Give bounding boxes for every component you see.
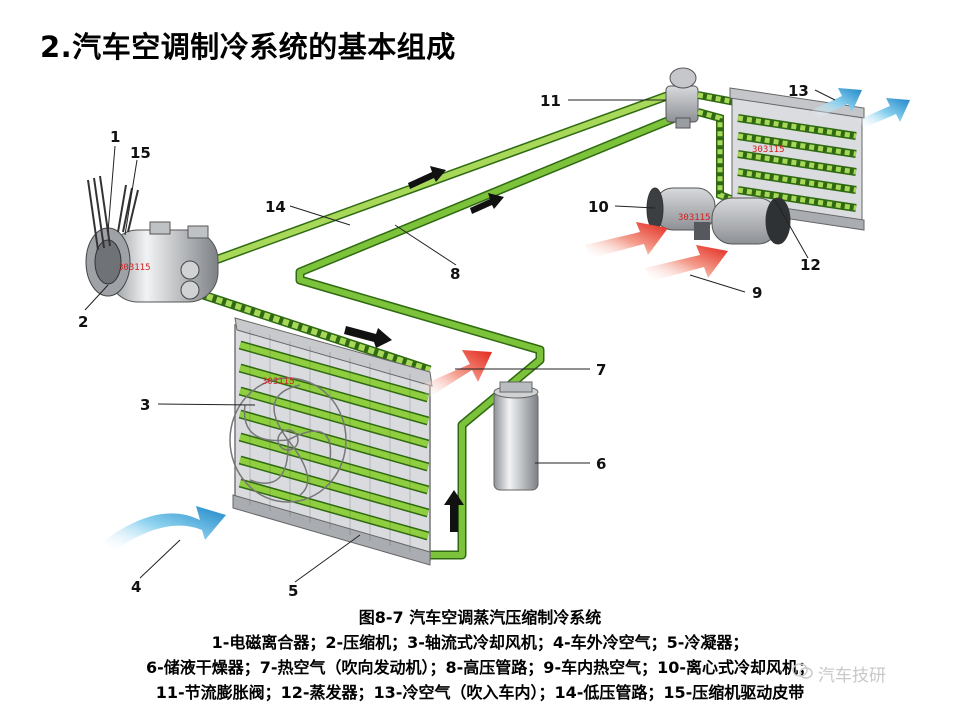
drive-belt: [87, 175, 139, 251]
cold-outside-air-arrow: [105, 506, 226, 552]
figure-caption-line-1: 1-电磁离合器；2-压缩机；3-轴流式冷却风机；4-车外冷空气；5-冷凝器；: [211, 633, 749, 652]
watermark-code: 303115: [678, 213, 711, 223]
watermark-code: 303115: [118, 263, 151, 273]
condenser: 303115: [229, 317, 433, 566]
cold-air-to-cabin-arrows: [812, 88, 910, 128]
axial-fan: [229, 377, 347, 503]
callout-4: 4: [131, 578, 141, 596]
watermark-code: 303115: [262, 377, 295, 387]
compressor: 303115: [85, 221, 219, 303]
callout-10: 10: [588, 198, 609, 216]
high-pressure-pipe: [295, 110, 684, 560]
callout-1: 1: [110, 128, 120, 146]
callout-11: 11: [540, 92, 561, 110]
callout-12: 12: [800, 256, 821, 274]
wechat-icon: [792, 663, 813, 679]
low-pressure-pipe: [186, 88, 677, 275]
cabin-hot-air-arrows: [585, 222, 728, 281]
expansion-valve: [665, 67, 699, 129]
flow-arrows: [344, 166, 504, 532]
callout-14: 14: [265, 198, 286, 216]
callout-3: 3: [140, 396, 150, 414]
ac-system-diagram: 303115 303115: [78, 67, 910, 600]
callout-9: 9: [752, 284, 762, 302]
callout-6: 6: [596, 455, 606, 473]
brand-watermark: 汽车技研: [818, 666, 886, 686]
callout-7: 7: [596, 361, 606, 379]
callout-8: 8: [450, 265, 460, 283]
discharge-pipe: [186, 285, 432, 375]
figure-caption-line-3: 11-节流膨胀阀；12-蒸发器；13-冷空气（吹入车内）；14-低压管路；15-…: [155, 683, 805, 702]
callouts: [84, 89, 836, 583]
centrifugal-blower: 303115: [646, 187, 791, 245]
hot-air-arrow-engine: [420, 350, 492, 398]
callout-2: 2: [78, 313, 88, 331]
callout-13: 13: [788, 82, 809, 100]
callout-15: 15: [130, 144, 151, 162]
watermark-code: 303115: [752, 145, 785, 155]
callout-5: 5: [288, 582, 298, 600]
page-title: 2.汽车空调制冷系统的基本组成: [40, 30, 456, 64]
figure-caption-line-2: 6-储液干燥器；7-热空气（吹向发动机）；8-高压管路；9-车内热空气；10-离…: [145, 658, 814, 677]
figure-caption-title: 图8-7 汽车空调蒸汽压缩制冷系统: [358, 608, 602, 627]
receiver-drier: [493, 381, 539, 491]
